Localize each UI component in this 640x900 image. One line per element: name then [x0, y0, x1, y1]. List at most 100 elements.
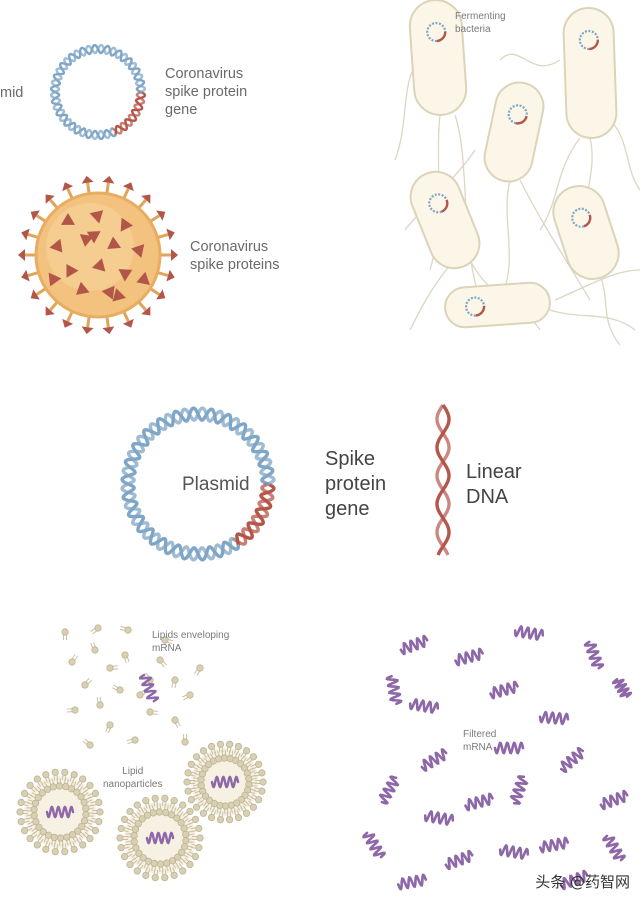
large-plasmid-diagram [120, 406, 276, 562]
lipid-head [161, 636, 169, 644]
filtered-mrna-strand [399, 634, 429, 656]
lipid-molecule [50, 833, 58, 846]
lipid-head [255, 796, 263, 804]
lipid-head [17, 817, 25, 826]
filtered-mrna-strand [602, 834, 626, 862]
lipid-molecule [61, 628, 69, 640]
flagellum [549, 309, 636, 331]
lipid-molecule [69, 770, 78, 783]
lipid-molecule [192, 753, 204, 764]
bacterium-body [444, 281, 551, 329]
lipid-head [86, 781, 94, 790]
bacterium-plasmid-gene [475, 305, 486, 317]
lipid-molecule [192, 834, 204, 842]
virus-spike-head [156, 210, 166, 221]
flagellum [499, 179, 511, 301]
lipid-head [171, 676, 179, 684]
surface-spike-protein [86, 231, 101, 244]
lipid-molecule [173, 810, 184, 822]
lipid-head [16, 808, 24, 816]
lipid-head [51, 768, 59, 776]
lipid-head [33, 841, 41, 849]
lipid-molecule [76, 837, 87, 849]
lipid-molecule [184, 769, 197, 777]
filtered-mrna-strand [464, 792, 494, 812]
lipid-head [186, 860, 194, 869]
lipid-head [242, 809, 251, 817]
virus-spike-head [122, 182, 134, 192]
surface-spike-protein [79, 234, 94, 247]
lipid-head [142, 796, 150, 805]
spike-proteins-label: Coronavirus spike proteins [190, 239, 280, 274]
lipid-molecule [156, 656, 167, 668]
lipid-molecule [245, 774, 258, 783]
lipid-head [116, 834, 124, 842]
bacterium-plasmid-gene [441, 199, 449, 213]
small-plasmid-strand [49, 43, 147, 141]
filtered-mrna-strand [513, 624, 545, 642]
lipid-molecule [126, 736, 139, 745]
lipid-head [171, 716, 179, 724]
virus-spike-head [166, 228, 175, 241]
lipid-molecule [151, 794, 159, 807]
filtered-mrna-strand [509, 775, 529, 805]
lipid-head [96, 808, 104, 816]
lipid-molecule [126, 857, 138, 869]
filtered-mrna-strand [408, 697, 440, 715]
lipid-molecule [199, 805, 210, 817]
virus-spike-head [81, 326, 94, 335]
enveloped-mrna [138, 673, 160, 703]
bacterium-body [409, 170, 481, 270]
lipid-head [184, 787, 192, 795]
lipid-head [207, 742, 216, 751]
lipid-molecule [82, 810, 94, 819]
lipid-head [94, 624, 102, 632]
lipid-molecule [96, 696, 104, 709]
bacterium-body [552, 185, 620, 280]
virus-spike-head [81, 175, 94, 184]
lipid-head [20, 789, 29, 798]
lipid-head [56, 834, 65, 842]
lipid-molecule [171, 716, 181, 728]
lipid-head [106, 664, 114, 672]
lipid-head [71, 706, 79, 714]
bacterium [562, 7, 618, 139]
lipid-molecule [106, 664, 119, 672]
filtered-mrna-strand [423, 809, 455, 827]
lipid-molecule [225, 740, 234, 753]
virus-spike-head [156, 289, 166, 300]
lipid-molecule [78, 822, 90, 832]
lipid-molecule [77, 789, 89, 801]
lipid-head [155, 808, 164, 816]
lipid-head [199, 747, 208, 755]
bacterium [409, 170, 481, 270]
lipid-head [136, 691, 144, 699]
lipid-molecule [66, 706, 79, 714]
lipid-molecule [216, 801, 224, 814]
small-plasmid-diagram [49, 43, 147, 141]
large-plasmid-strand [120, 406, 275, 562]
large-plasmid-strand [235, 482, 276, 548]
virus-spike-head [21, 228, 30, 241]
filtered-mrna-strand [489, 680, 519, 700]
filtered-mrna-strand [362, 831, 386, 859]
surface-spike-protein [118, 268, 133, 282]
surface-spike-protein [120, 217, 133, 232]
lipid-nanoparticles-diagram [16, 740, 267, 882]
flagellum [409, 264, 451, 331]
lipid-molecule [90, 624, 102, 635]
lipid-head [242, 747, 251, 755]
lipid-molecule [119, 625, 132, 634]
lipid-molecule [63, 833, 72, 846]
linear-dna-strand [435, 404, 451, 556]
lipid-molecule [180, 843, 193, 851]
virus-spike-head [122, 318, 134, 328]
virus-spike-head [166, 269, 175, 282]
lipid-head [26, 781, 34, 790]
bacterium-plasmid-gene [515, 115, 528, 125]
flagellum [539, 137, 581, 231]
nanoparticle-mrna [210, 775, 240, 789]
virus-spike-head [102, 326, 115, 335]
lipid-head [79, 841, 87, 849]
